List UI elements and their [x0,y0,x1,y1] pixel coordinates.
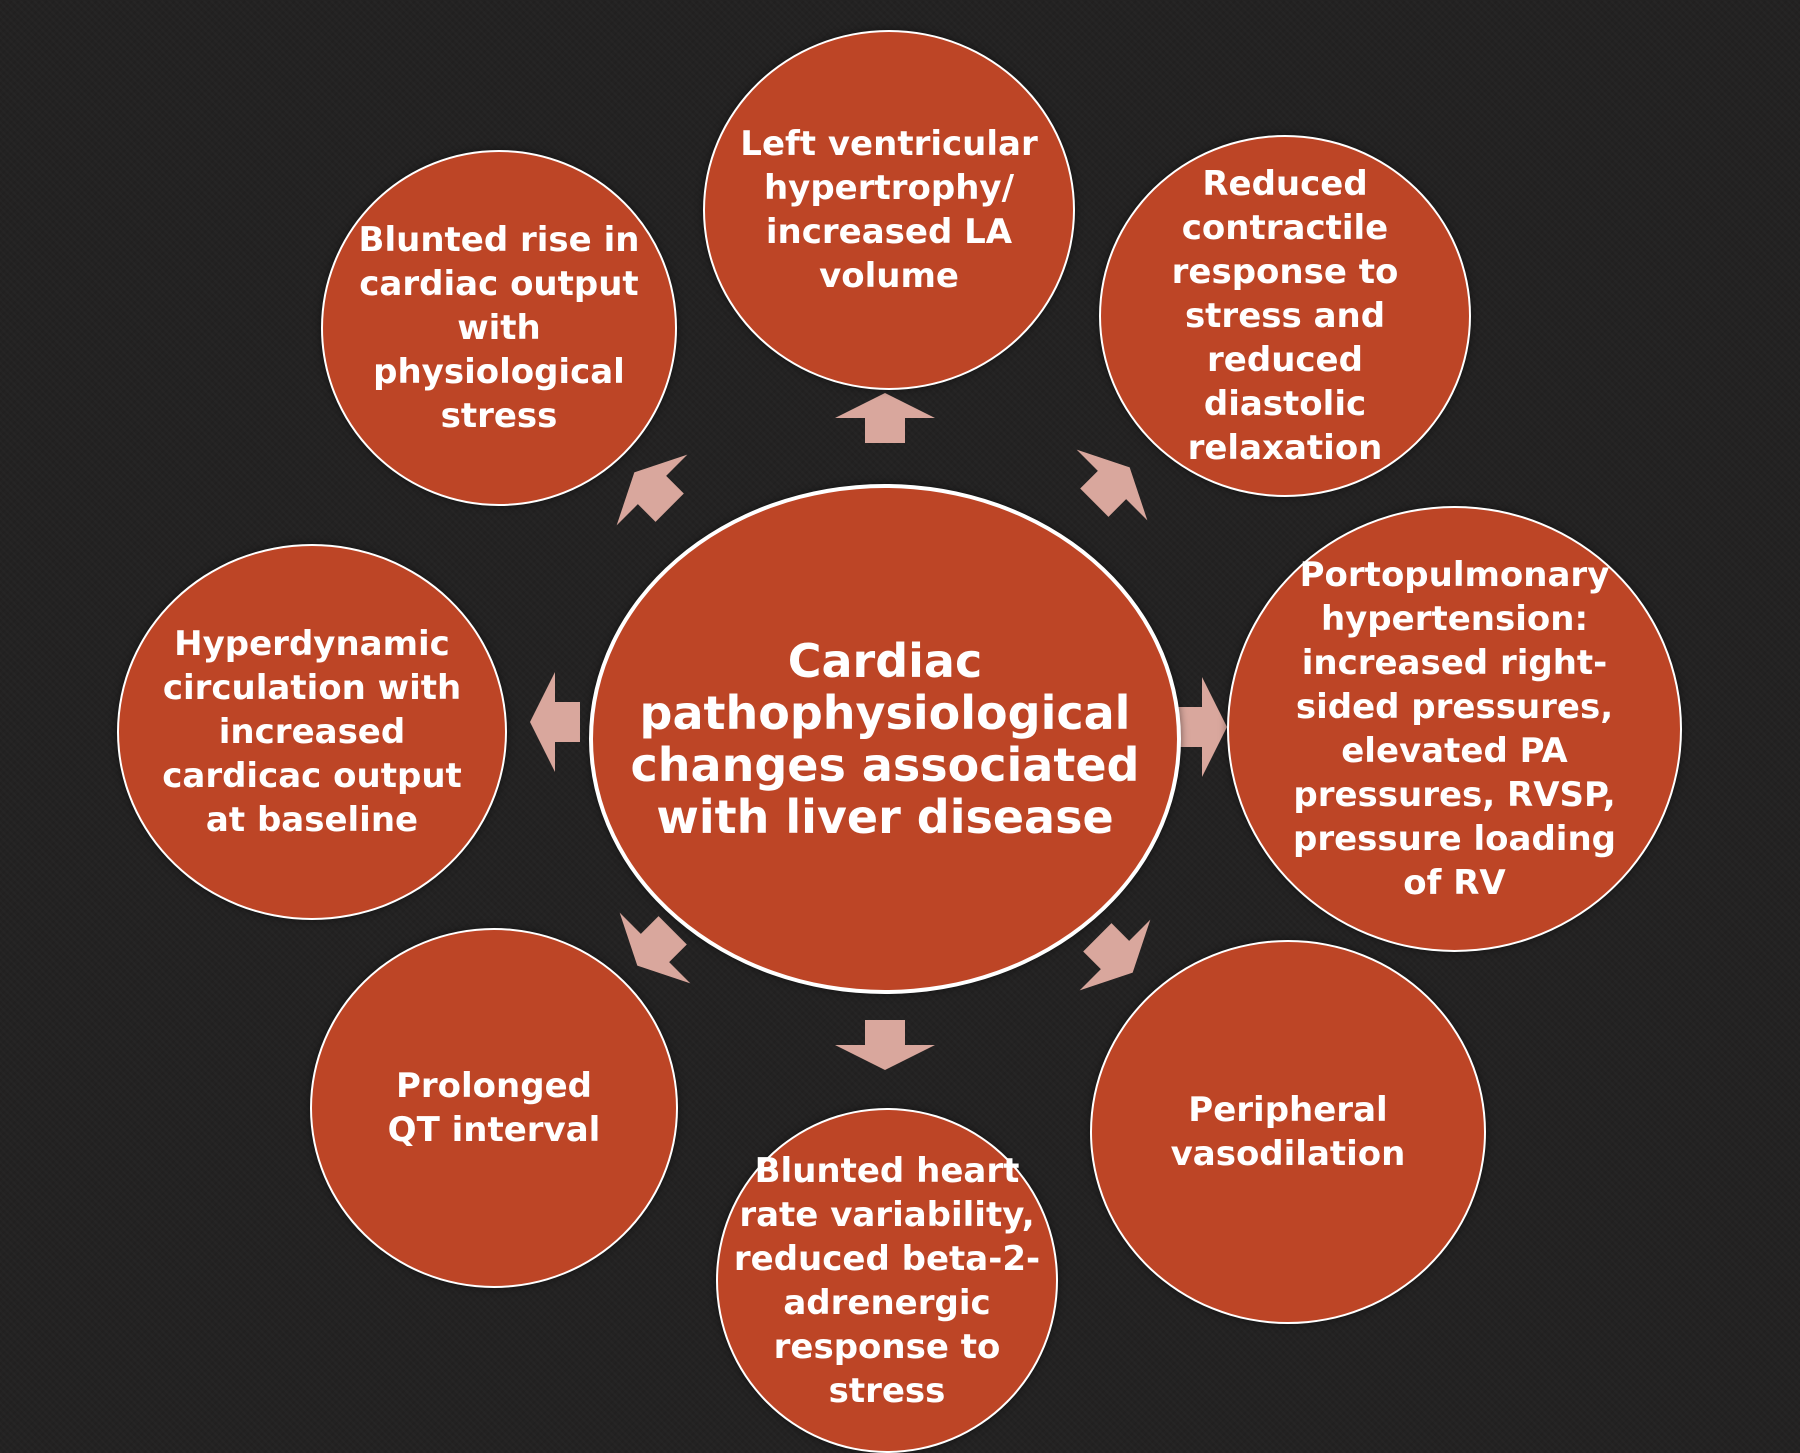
center-node-text: Cardiac pathophysiological changes assoc… [630,634,1140,844]
node-heart-rate-variability-text: Blunted heart rate variability, reduced … [733,1150,1041,1411]
node-reduced-contractile-text: Reduced contractile response to stress a… [1171,164,1399,468]
node-blunted-cardiac-output-text: Blunted rise in cardiac output with phys… [358,220,640,436]
node-lv-hypertrophy: Left ventricular hypertrophy/ increased … [703,30,1075,390]
node-lv-hypertrophy-text: Left ventricular hypertrophy/ increased … [740,124,1038,296]
arrow-up [835,393,935,443]
node-peripheral-vasodilation: Peripheral vasodilation [1090,940,1486,1324]
node-prolonged-qt: Prolonged QT interval [310,928,678,1288]
node-reduced-contractile: Reduced contractile response to stress a… [1099,135,1471,497]
center-node: Cardiac pathophysiological changes assoc… [589,484,1181,994]
node-prolonged-qt-text: Prolonged QT interval [387,1066,601,1150]
arrow-left [530,672,580,772]
node-portopulmonary-text: Portopulmonary hypertension: increased r… [1293,555,1616,903]
node-hyperdynamic-circulation: Hyperdynamic circulation with increased … [117,544,507,920]
arrow-right [1177,677,1227,777]
node-blunted-cardiac-output: Blunted rise in cardiac output with phys… [321,150,677,506]
node-heart-rate-variability: Blunted heart rate variability, reduced … [716,1108,1058,1453]
node-hyperdynamic-circulation-text: Hyperdynamic circulation with increased … [162,624,462,840]
arrow-up-right [1076,449,1148,521]
arrow-down [835,1020,935,1070]
node-peripheral-vasodilation-text: Peripheral vasodilation [1170,1090,1406,1174]
node-portopulmonary: Portopulmonary hypertension: increased r… [1227,506,1682,952]
